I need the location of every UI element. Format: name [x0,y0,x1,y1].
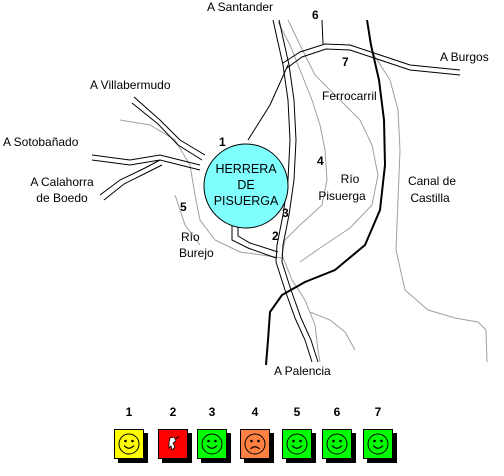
rio-pisuerga-east-bank [287,19,379,263]
point-4[interactable]: 4 [317,154,324,168]
legend-number-2: 2 [169,405,177,419]
canal-castilla-branch [309,311,356,351]
point-2[interactable]: 2 [272,229,279,243]
town-line1: HERRERA [215,162,277,176]
rio-burejo-small [174,194,201,246]
legend-number-4: 4 [251,405,259,419]
label-burgos: A Burgos [440,50,489,64]
legend-tile-7[interactable] [363,429,393,459]
legend-tile-1[interactable] [114,429,144,459]
label-sotobanado: A Sotobañado [3,135,79,149]
point-6[interactable]: 6 [312,8,319,22]
legend-tile-6[interactable] [322,429,352,459]
legend-number-7: 7 [374,405,382,419]
rio-pisuerga-south [281,254,321,363]
label-rio-pisuerga-1: Río [340,172,360,186]
canal-de-castilla [371,51,488,363]
legend-number-5: 5 [293,405,301,419]
point-3[interactable]: 3 [282,206,289,220]
point-5[interactable]: 5 [180,200,187,214]
legend-number-1: 1 [125,405,133,419]
label-palencia: A Palencia [274,364,331,378]
legend-tile-5[interactable] [282,429,312,459]
label-rio-burejo-1: Río [181,230,200,244]
label-canal-1: Canal de [407,174,457,188]
legend-number-6: 6 [333,405,341,419]
point-7[interactable]: 7 [342,55,349,69]
label-rio-burejo-2: Burejo [179,246,214,260]
railway-line [265,19,387,366]
label-canal-2: Castilla [410,191,450,205]
town-label: HERRERA DE PISUERGA [204,146,288,224]
town-line2: DE [237,178,255,192]
rio-burejo [119,119,283,259]
town-line3: PISUERGA [213,194,279,208]
label-villabermudo: A Villabermudo [90,78,171,92]
label-calahorra-1: A Calahorra [30,175,94,189]
legend-number-3: 3 [208,405,216,419]
legend-tile-3[interactable] [197,429,227,459]
rio-pisuerga-west-bank [277,21,328,256]
label-rio-pisuerga-2: Pisuerga [318,189,366,203]
label-santander: A Santander [207,0,274,14]
legend-tile-2[interactable] [158,429,188,459]
point-1[interactable]: 1 [219,135,226,149]
label-ferrocarril: Ferrocarril [322,89,377,103]
town-circle [203,143,289,229]
label-calahorra-2: de Boedo [36,191,88,205]
legend-tile-4[interactable] [240,429,270,459]
